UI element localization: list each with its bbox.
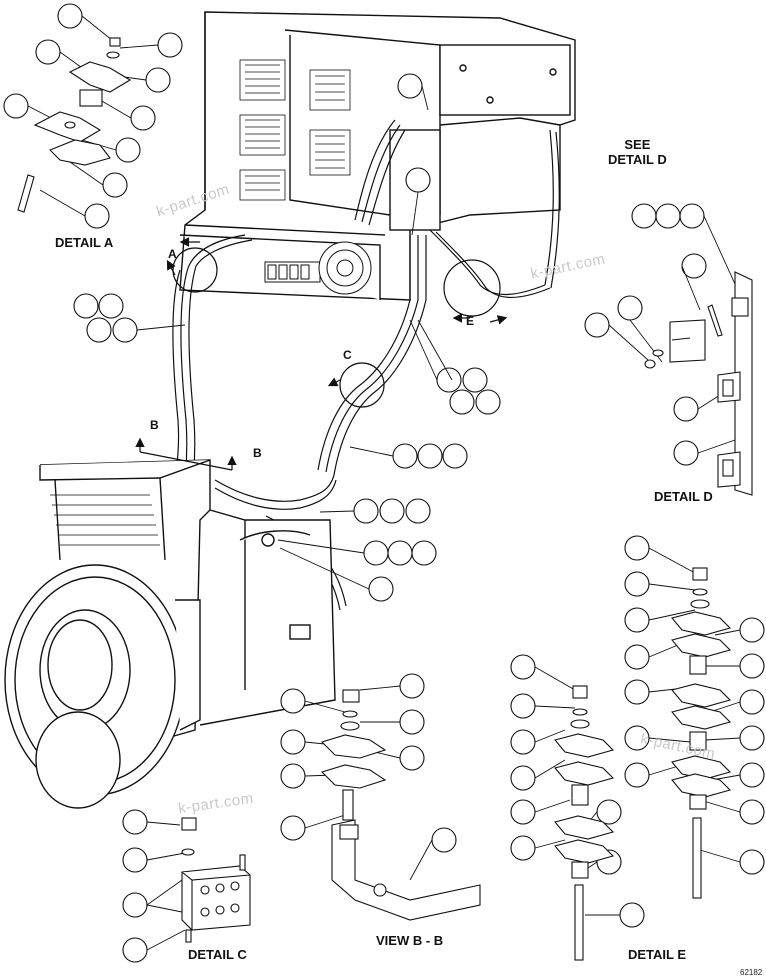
- detail-d-label: DETAIL D: [654, 489, 713, 504]
- view-bb-label: VIEW B - B: [376, 933, 444, 948]
- alternator-fan-housing: [4, 564, 201, 809]
- detail-c-parts: [181, 817, 251, 943]
- connector-panel: [264, 241, 372, 295]
- callout-balloons: [3, 3, 765, 963]
- view-bb-parts: [320, 689, 481, 921]
- section-marker-b-left: B: [150, 418, 159, 432]
- detail-e-label: DETAIL E: [628, 947, 687, 962]
- section-markers: [135, 237, 508, 471]
- alternator-grille: [50, 494, 160, 546]
- detail-d-parts: [644, 271, 753, 496]
- section-marker-c: C: [343, 348, 352, 362]
- section-marker-b-right: B: [253, 446, 262, 460]
- section-marker-a: A: [168, 247, 177, 261]
- detail-e-parts: [554, 567, 732, 961]
- control-cabinet: [179, 11, 576, 301]
- drawing-number: 62182: [740, 968, 763, 977]
- cabinet-vents: [239, 59, 351, 201]
- section-marker-e: E: [466, 314, 475, 328]
- detail-c-label: DETAIL C: [188, 947, 247, 962]
- see-detail-d-label: SEE DETAIL D: [608, 137, 667, 167]
- leader-lines: [27, 15, 741, 951]
- detail-a-label: DETAIL A: [55, 235, 114, 250]
- detail-a-parts: [17, 37, 132, 213]
